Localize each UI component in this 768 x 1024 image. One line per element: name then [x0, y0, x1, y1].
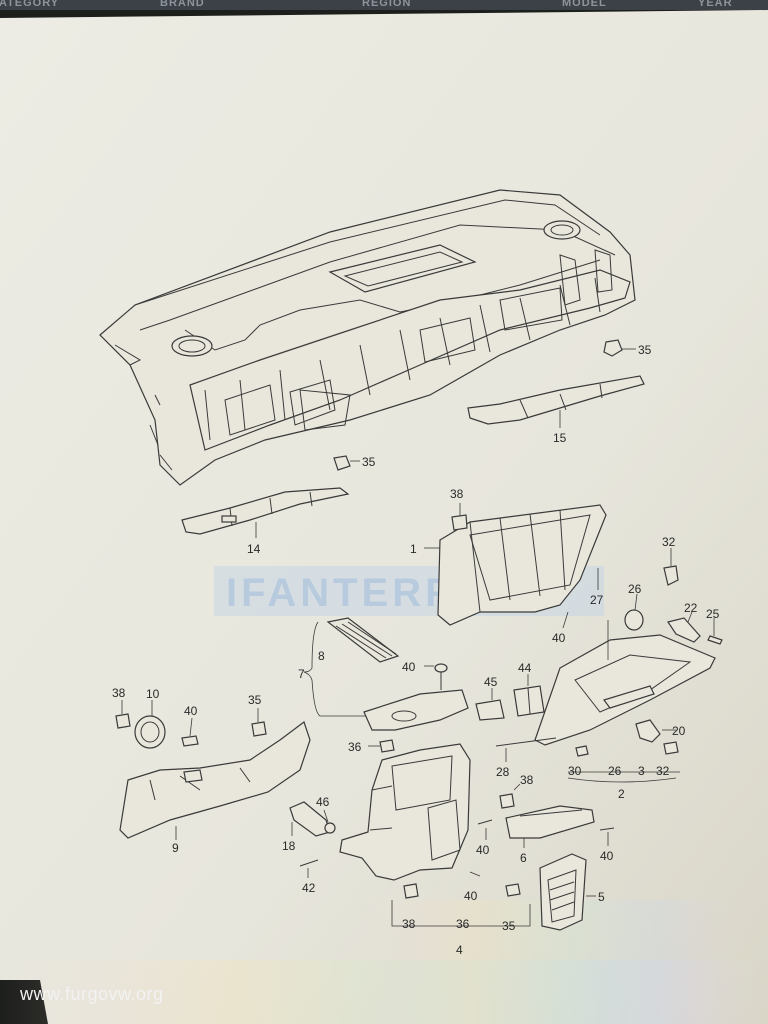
callout-26-bottom: 26 — [608, 764, 622, 778]
callout-40-center: 40 — [402, 660, 416, 674]
center-trim — [363, 689, 469, 731]
callout-36-upper: 36 — [348, 740, 362, 754]
ashtray-6 — [505, 805, 595, 848]
ring-26 — [624, 593, 644, 631]
callout-40-right: 40 — [600, 849, 614, 863]
callout-32-top: 32 — [662, 535, 676, 549]
clip-35-top-right — [603, 339, 636, 357]
bracket-15 — [467, 375, 645, 428]
callout-35-left: 35 — [248, 693, 262, 707]
callout-40-housing: 40 — [552, 631, 566, 645]
screw-42 — [299, 859, 319, 878]
screw-40-right — [599, 827, 615, 846]
callout-38-left: 38 — [112, 686, 126, 700]
callout-15: 15 — [553, 431, 567, 445]
screw-40-console — [477, 819, 493, 840]
callout-46: 46 — [316, 795, 330, 809]
callout-40-ashtray: 40 — [476, 843, 490, 857]
callout-38-console: 38 — [402, 917, 416, 931]
callout-26-top: 26 — [628, 582, 642, 596]
callout-40-left: 40 — [184, 704, 198, 718]
callout-22: 22 — [684, 601, 698, 615]
glovebox-housing-1 — [424, 503, 607, 629]
callout-27: 27 — [590, 593, 604, 607]
glovebox-lid-2 — [534, 620, 716, 773]
callout-2: 2 — [618, 787, 625, 801]
knob-32 — [663, 548, 679, 586]
source-url-caption: www.furgovw.org — [20, 984, 164, 1004]
header-col-category: CATEGORY — [0, 0, 60, 9]
handle-22 — [667, 611, 723, 645]
callout-20: 20 — [672, 724, 686, 738]
callout-32-bottom: 32 — [656, 764, 670, 778]
callout-14: 14 — [247, 542, 261, 556]
header-col-brand: BRAND — [160, 0, 205, 9]
screw-40-left — [181, 717, 199, 747]
callout-25: 25 — [706, 607, 720, 621]
switch-44 — [513, 674, 545, 717]
grille-8 — [303, 617, 400, 717]
bracket-14 — [181, 487, 350, 538]
callout-38-top: 38 — [450, 487, 464, 501]
screw-40-center — [424, 663, 448, 690]
header-col-year: YEAR — [698, 0, 733, 9]
callout-9: 9 — [172, 841, 179, 855]
clip-38-left — [115, 700, 131, 729]
callout-40-console: 40 — [464, 889, 478, 903]
callout-35-lower: 35 — [502, 919, 516, 933]
vent-10 — [134, 700, 166, 749]
switch-45 — [475, 688, 505, 721]
callout-36-lower: 36 — [456, 917, 470, 931]
callout-10: 10 — [146, 687, 160, 701]
callout-8: 8 — [318, 649, 325, 663]
callout-6: 6 — [520, 851, 527, 865]
bracket-2 — [567, 777, 677, 783]
dashboard-assembly — [99, 189, 636, 486]
parts-diagram: IFANTERFA 35 — [0, 10, 768, 1024]
bracket-18 — [289, 801, 336, 837]
clip-38-right — [499, 783, 521, 809]
callout-35-top: 35 — [638, 343, 652, 357]
callout-42: 42 — [302, 881, 316, 895]
callout-3: 3 — [638, 764, 645, 778]
tray-5 — [539, 853, 596, 931]
callout-7: 7 — [298, 667, 305, 681]
header-col-region: REGION — [362, 0, 412, 9]
center-console-4 — [339, 743, 531, 927]
clip-36-upper — [368, 739, 395, 753]
callout-18: 18 — [282, 839, 296, 853]
header-col-model: MODEL — [562, 0, 607, 9]
callout-45: 45 — [484, 675, 498, 689]
rod-28 — [495, 737, 557, 762]
callout-35-mid: 35 — [362, 455, 376, 469]
clip-35-left — [251, 708, 267, 737]
callout-28: 28 — [496, 765, 510, 779]
callout-44: 44 — [518, 661, 532, 675]
clip-35-mid — [333, 455, 360, 471]
callout-1: 1 — [410, 542, 417, 556]
lower-panel-9 — [119, 721, 311, 840]
callout-5: 5 — [598, 890, 605, 904]
callout-4: 4 — [456, 943, 463, 957]
callout-30: 30 — [568, 764, 582, 778]
callout-38-right: 38 — [520, 773, 534, 787]
